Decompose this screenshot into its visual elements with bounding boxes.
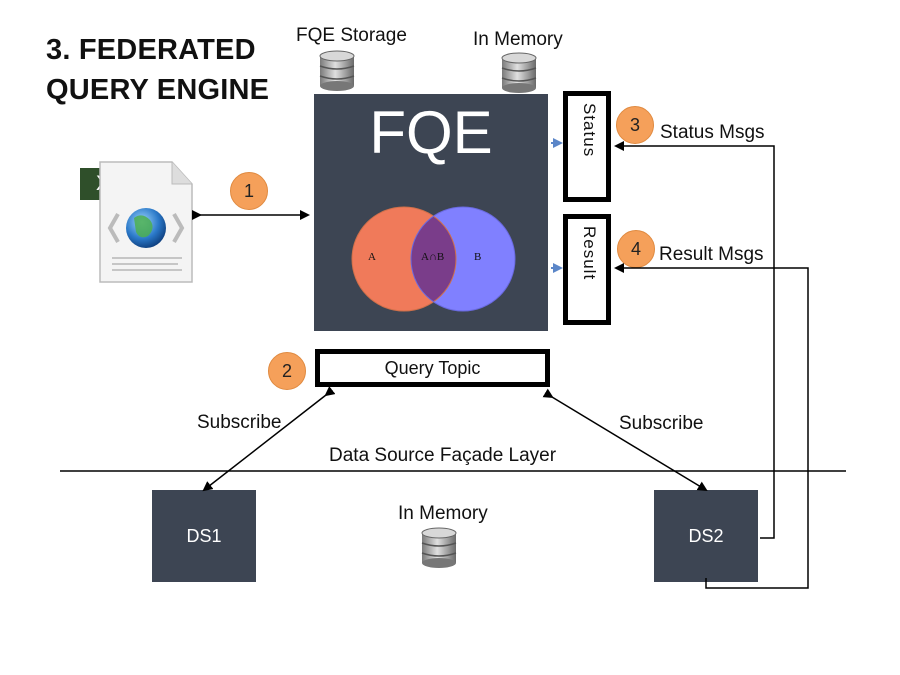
subscribe-left-arrow bbox=[202, 386, 336, 492]
status-msgs-label: Status Msgs bbox=[660, 122, 765, 143]
title-line-2: QUERY ENGINE bbox=[46, 74, 270, 106]
globe-icon bbox=[126, 208, 166, 248]
fqe-title: FQE bbox=[369, 99, 493, 166]
database-icon bbox=[501, 52, 537, 93]
database-icon bbox=[319, 50, 355, 91]
result-box: Result bbox=[563, 214, 611, 325]
in-memory-bottom-label: In Memory bbox=[398, 503, 488, 524]
page-title: 3. FEDERATED QUERY ENGINE bbox=[46, 30, 269, 110]
fqe-storage-label: FQE Storage bbox=[296, 25, 407, 46]
venn-label-intersection: A∩B bbox=[421, 251, 445, 263]
step-badge-3: 3 bbox=[616, 106, 654, 144]
query-topic-box: Query Topic bbox=[315, 349, 550, 387]
facade-layer-label: Data Source Façade Layer bbox=[329, 445, 557, 466]
in-memory-top-label: In Memory bbox=[473, 29, 563, 50]
step-badge-1: 1 bbox=[230, 172, 268, 210]
venn-label-a: A bbox=[368, 251, 376, 263]
venn-label-b: B bbox=[474, 251, 482, 263]
database-icon bbox=[421, 527, 457, 568]
result-msgs-label: Result Msgs bbox=[659, 244, 764, 265]
result-msgs-line bbox=[614, 263, 809, 589]
status-box: Status bbox=[563, 91, 611, 202]
title-line-1: 3. FEDERATED bbox=[46, 34, 256, 66]
venn-diagram bbox=[351, 206, 516, 312]
status-msgs-line bbox=[614, 141, 775, 539]
result-box-label: Result bbox=[580, 226, 599, 281]
step-badge-2: 2 bbox=[268, 352, 306, 390]
status-box-label: Status bbox=[580, 103, 599, 158]
subscribe-right-arrow bbox=[542, 388, 708, 492]
data-source-ds2: DS2 bbox=[654, 490, 758, 582]
data-source-ds1: DS1 bbox=[152, 490, 256, 582]
